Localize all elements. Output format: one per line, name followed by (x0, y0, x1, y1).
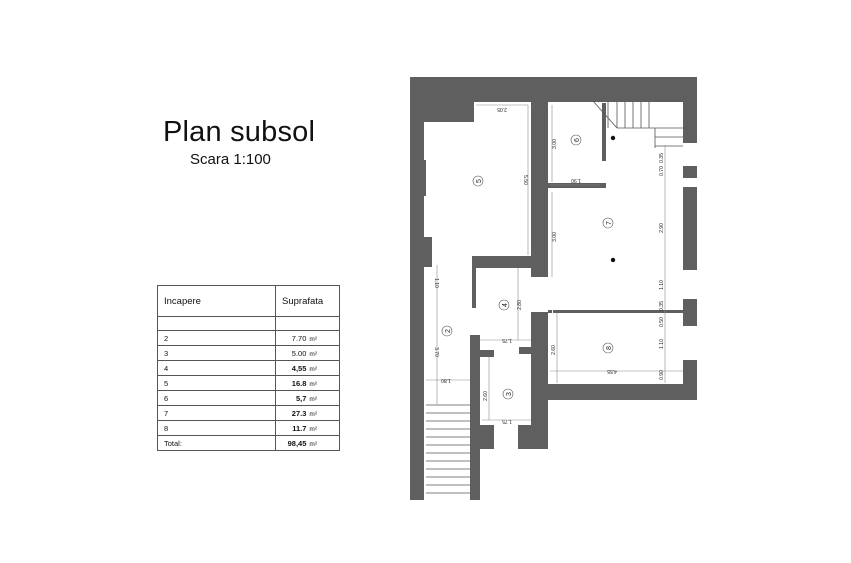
dim-r5-height: 5.50 (522, 175, 528, 185)
scale-label: Scara 1:100 (190, 151, 271, 168)
room-label-4: 4 (502, 303, 509, 307)
room-marker-6 (570, 134, 582, 146)
dim-r2-width: 1.80 (441, 377, 451, 383)
room-markers (441, 134, 614, 400)
dim-right-035b: 0.35 (659, 301, 665, 311)
room-label-5: 5 (476, 179, 483, 183)
dim-right-070: 0.70 (659, 166, 665, 176)
dim-right-110a: 1.10 (659, 280, 665, 290)
dim-r6-height: 3.00 (552, 139, 558, 149)
dim-r3-width: 1.75 (502, 418, 512, 424)
room-labels: 5 6 7 4 2 8 3 (445, 138, 613, 396)
dim-r4-width: 1.75 (502, 337, 512, 343)
room-marker-5 (472, 175, 484, 187)
light-fixture-icon (610, 257, 616, 263)
dim-r2-upper: 1.10 (433, 278, 439, 288)
dim-r3-height: 2.60 (483, 391, 489, 401)
dim-r8-width: 4.55 (607, 368, 617, 374)
dim-r8-height: 2.60 (551, 345, 557, 355)
dim-right-110b: 1.10 (659, 339, 665, 349)
room-marker-3 (502, 388, 514, 400)
staircase-upper (592, 100, 683, 148)
staircase-lower (426, 404, 470, 500)
room-marker-7 (602, 217, 614, 229)
dimension-labels: 2.05 5.50 3.00 1.90 3.00 0.35 0.70 2.90 … (433, 106, 665, 424)
walls (410, 77, 697, 500)
room-marker-8 (602, 342, 614, 354)
dim-r4-height: 2.80 (517, 300, 523, 310)
page-title: Plan subsol (163, 116, 316, 148)
total-label: Total: (157, 435, 276, 451)
room-label-7: 7 (606, 221, 613, 225)
dimension-lines (426, 104, 683, 421)
room-marker-2 (441, 325, 453, 337)
dim-right-050: 0.50 (659, 317, 665, 327)
room-label-6: 6 (574, 138, 581, 142)
dim-right-090: 0.90 (659, 370, 665, 380)
light-fixture-icon (610, 135, 616, 141)
dim-right-290: 2.90 (659, 223, 665, 233)
dim-r2-lower: 3.70 (433, 347, 439, 357)
room-label-8: 8 (606, 346, 613, 350)
dim-r7-height: 3.00 (552, 232, 558, 242)
room-label-2: 2 (445, 329, 452, 333)
room-label-3: 3 (506, 392, 513, 396)
dim-right-035: 0.35 (659, 153, 665, 163)
dim-r6-width: 1.90 (571, 177, 581, 183)
room-marker-4 (498, 299, 510, 311)
dim-r5-width: 2.05 (497, 106, 507, 112)
